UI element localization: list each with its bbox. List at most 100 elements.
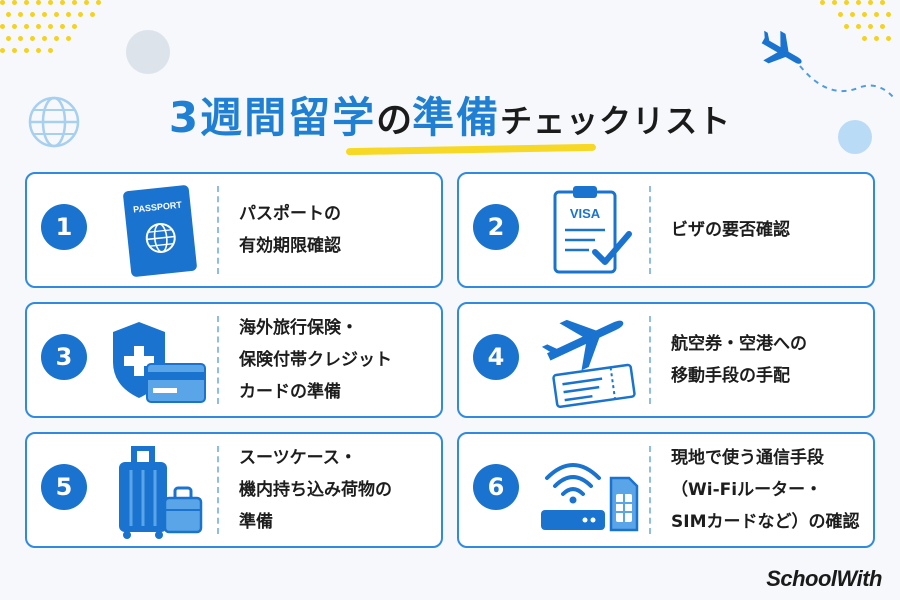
- decorative-dot: [0, 48, 5, 53]
- checklist-card-1: 1 PASSPORT パスポートの 有効期限確認: [25, 172, 443, 288]
- card-text-line: 有効期限確認: [239, 236, 341, 256]
- step-number-badge: 2: [473, 204, 519, 250]
- wifi-router-sim-icon: [541, 463, 639, 532]
- decorative-dot: [18, 12, 23, 17]
- decorative-dot: [30, 36, 35, 41]
- dashed-divider: [217, 186, 219, 274]
- title-accent: 準備: [412, 93, 501, 142]
- decorative-dot: [12, 48, 17, 53]
- card-text: パスポートの 有効期限確認: [239, 174, 439, 286]
- step-number-badge: 1: [41, 204, 87, 250]
- yellow-dots-top-right: [820, 0, 900, 60]
- decorative-dot: [0, 0, 5, 5]
- step-number-badge: 6: [473, 464, 519, 510]
- card-text-line: カードの準備: [239, 382, 341, 402]
- card-text-line: 現地で使う通信手段: [671, 448, 824, 468]
- decorative-dot: [868, 0, 873, 5]
- decorative-dot: [66, 12, 71, 17]
- decorative-dot: [48, 0, 53, 5]
- decorative-dot: [838, 12, 843, 17]
- card-text-line: 航空券・空港への: [671, 334, 807, 354]
- decorative-dot: [18, 36, 23, 41]
- decorative-dot: [60, 24, 65, 29]
- card-text-line: 準備: [239, 512, 273, 532]
- decorative-dot: [72, 24, 77, 29]
- card-text: 海外旅行保険・ 保険付帯クレジット カードの準備: [239, 304, 439, 416]
- card-text-line: 保険付帯クレジット: [239, 350, 392, 370]
- decorative-dot: [24, 48, 29, 53]
- visa-label: VISA: [570, 206, 601, 221]
- dashed-divider: [649, 186, 651, 274]
- decorative-dot: [78, 12, 83, 17]
- decorative-dot: [48, 24, 53, 29]
- decorative-dot: [880, 24, 885, 29]
- card-text-line: ビザの要否確認: [671, 220, 790, 240]
- decorative-dot: [880, 0, 885, 5]
- decorative-dot: [30, 12, 35, 17]
- decorative-dot: [874, 36, 879, 41]
- title-main: 週間留学: [200, 93, 377, 142]
- decorative-dot: [42, 36, 47, 41]
- decorative-dot: [36, 0, 41, 5]
- decorative-dot: [54, 12, 59, 17]
- checklist-card-4: 4 航空券・空港への 移動手段の手配: [457, 302, 875, 418]
- decorative-dot: [886, 36, 891, 41]
- decorative-dot: [96, 0, 101, 5]
- decorative-dot: [0, 24, 5, 29]
- title-number: 3: [168, 93, 201, 142]
- card-text-line: SIMカードなど）の確認: [671, 512, 860, 532]
- step-number-badge: 3: [41, 334, 87, 380]
- decorative-dot: [60, 0, 65, 5]
- decorative-dot: [886, 12, 891, 17]
- checklist-card-5: 5 スーツケース・ 機内持ち込み荷物の 準備: [25, 432, 443, 548]
- checklist-card-3: 3 海外旅行保険・ 保険付帯クレジット カードの準備: [25, 302, 443, 418]
- checklist-card-6: 6 現地で使う通信手段 （Wi-Fiルーター・ SIMカードなど）の確認: [457, 432, 875, 548]
- insurance-shield-card-icon: [113, 322, 206, 403]
- decorative-dot: [12, 24, 17, 29]
- decorative-dot: [66, 36, 71, 41]
- decorative-dot: [48, 48, 53, 53]
- decorative-dot: [856, 24, 861, 29]
- step-number-badge: 4: [473, 334, 519, 380]
- decorative-dot: [12, 0, 17, 5]
- decorative-dot: [856, 0, 861, 5]
- airplane-ticket-icon: [541, 319, 636, 408]
- card-text-line: パスポートの: [239, 204, 341, 224]
- visa-clipboard-icon: VISA: [553, 186, 632, 274]
- decorative-dot: [832, 0, 837, 5]
- decorative-dot: [90, 12, 95, 17]
- decorative-dot: [844, 24, 849, 29]
- card-text-line: 海外旅行保険・: [239, 318, 358, 338]
- checklist-card-2: 2 VISA ビザの要否確認: [457, 172, 875, 288]
- page-title: 3週間留学の準備チェックリスト: [0, 84, 900, 145]
- brand-logo: SchoolWith: [766, 566, 882, 591]
- decorative-dot: [36, 48, 41, 53]
- decorative-dot: [820, 0, 825, 5]
- decorative-dot: [36, 24, 41, 29]
- decorative-dot: [54, 36, 59, 41]
- dashed-divider: [217, 316, 219, 404]
- decorative-dot: [844, 0, 849, 5]
- dashed-divider: [217, 446, 219, 534]
- dashed-divider: [649, 446, 651, 534]
- passport-icon: PASSPORT: [123, 185, 197, 277]
- dashed-divider: [649, 316, 651, 404]
- title-underline: [345, 143, 597, 156]
- card-text: スーツケース・ 機内持ち込み荷物の 準備: [239, 434, 439, 546]
- yellow-dots-top-left: [0, 0, 110, 70]
- decorative-dot: [42, 12, 47, 17]
- decorative-dot: [24, 24, 29, 29]
- decorative-dot: [24, 0, 29, 5]
- card-text: ビザの要否確認: [671, 174, 871, 286]
- decorative-dot: [862, 36, 867, 41]
- decorative-dot: [84, 0, 89, 5]
- card-text: 航空券・空港への 移動手段の手配: [671, 304, 871, 416]
- suitcase-icon: [119, 446, 203, 539]
- decorative-dot: [862, 12, 867, 17]
- decorative-dot: [6, 36, 11, 41]
- decorative-dot: [6, 12, 11, 17]
- decorative-circle: [126, 30, 170, 74]
- airplane-deco-icon: [761, 30, 895, 99]
- card-text-line: 機内持ち込み荷物の: [239, 480, 392, 500]
